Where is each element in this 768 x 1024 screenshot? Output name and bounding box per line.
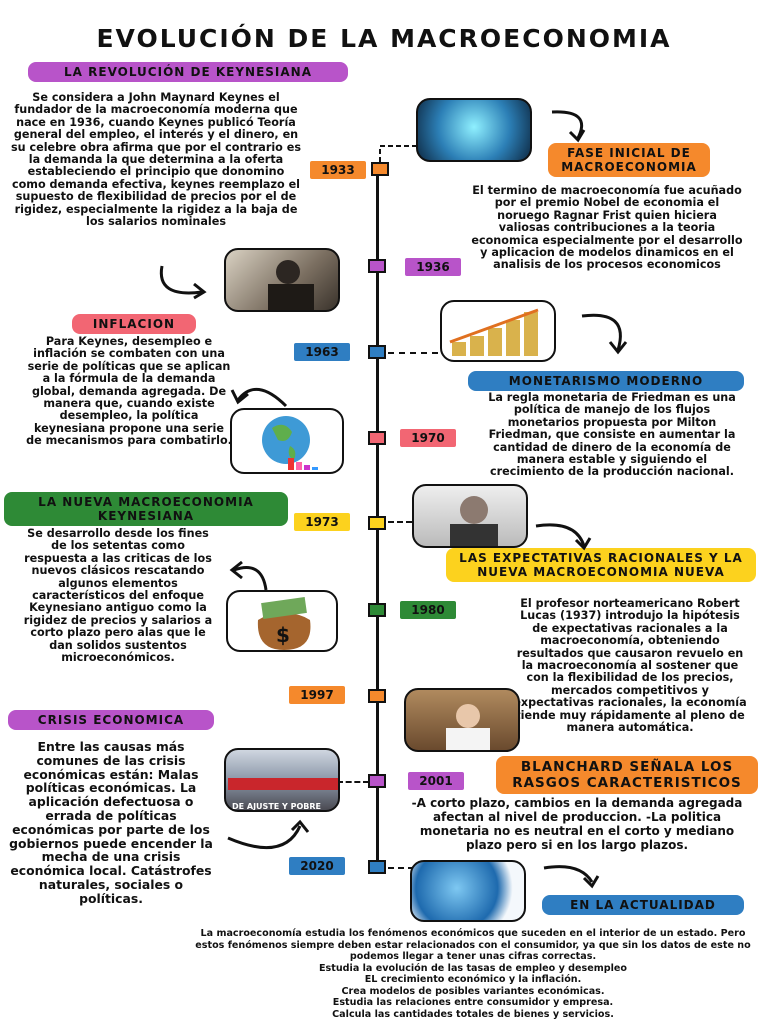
photo-money-bag: $	[226, 590, 338, 652]
year-1997: 1997	[289, 686, 345, 704]
footer-item: EL crecimiento económico y la inflación.	[364, 974, 582, 985]
text-keynes: Se considera a John Maynard Keynes el fu…	[10, 91, 302, 229]
year-2001: 2001	[408, 772, 464, 790]
footer-item: Estudia la evolución de las tasas de emp…	[318, 962, 628, 974]
connector-1933-curve	[379, 145, 420, 162]
arrow-5	[535, 523, 592, 551]
footer-item: Calcula las cantidades totales de bienes…	[332, 1008, 614, 1020]
photo-protest: DE AJUSTE Y POBRE	[224, 748, 340, 812]
heading-fase-inicial: FASE INICIAL DE MACROECONOMIA	[548, 143, 710, 177]
arrow-4	[230, 387, 288, 408]
year-1936: 1936	[405, 258, 461, 276]
arrow-8	[543, 865, 600, 889]
footer-intro: La macroeconomía estudia los fenómenos e…	[195, 928, 751, 962]
node-1936	[368, 259, 386, 273]
text-fase-inicial: El termino de macroeconomía fue acuñado …	[471, 184, 743, 272]
year-1980: 1980	[400, 601, 456, 619]
heading-nueva-macro: LA NUEVA MACROECONOMIA KEYNESIANA	[4, 492, 288, 526]
arrow-3	[581, 313, 628, 355]
year-1933: 1933	[310, 161, 366, 179]
text-blanchard: -A corto plazo, cambios en la demanda ag…	[411, 796, 743, 852]
node-2001	[368, 774, 386, 788]
node-2020	[368, 860, 386, 874]
text-crisis: Entre las causas más comunes de las cris…	[9, 739, 213, 906]
photo-lucas	[404, 688, 520, 752]
node-1963	[368, 345, 386, 359]
node-1970	[368, 431, 386, 445]
arrow-2	[159, 265, 207, 300]
photo-tech	[416, 98, 532, 162]
page-title: EVOLUCIÓN DE LA MACROECONOMIA	[96, 24, 672, 53]
text-nueva-macro: Se desarrollo desde los fines de los set…	[23, 527, 213, 665]
year-1963: 1963	[294, 343, 350, 361]
year-2020: 2020	[289, 857, 345, 875]
heading-actualidad: EN LA ACTUALIDAD	[542, 895, 744, 915]
text-monetarismo: La regla monetaria de Friedman es una po…	[488, 391, 736, 479]
heading-monetarismo: MONETARISMO MODERNO	[468, 371, 744, 391]
photo-friedman	[412, 484, 528, 548]
text-expectativas: El profesor norteamericano Robert Lucas …	[513, 597, 747, 735]
arrow-7	[227, 819, 310, 850]
heading-keynes: LA REVOLUCIÓN DE KEYNESIANA	[28, 62, 348, 82]
node-1997	[368, 689, 386, 703]
connector-2020	[388, 867, 414, 869]
protest-banner-text: DE AJUSTE Y POBRE	[232, 802, 321, 811]
photo-globe	[410, 860, 526, 922]
year-1973: 1973	[294, 513, 350, 531]
heading-expectativas: LAS EXPECTATIVAS RACIONALES Y LA NUEVA M…	[446, 548, 756, 582]
footer-item: Estudia las relaciones entre consumidor …	[332, 997, 614, 1008]
heading-inflacion: INFLACION	[72, 314, 196, 334]
node-1933	[371, 162, 389, 176]
heading-crisis: CRISIS ECONOMICA	[8, 710, 214, 730]
footer-item: Crea modelos de posibles variantes econó…	[341, 985, 605, 997]
connector-1963	[388, 352, 438, 354]
connector-2001	[337, 781, 369, 783]
node-1973	[368, 516, 386, 530]
photo-globe-chart	[230, 408, 344, 474]
arrow-1	[551, 110, 586, 143]
node-1980	[368, 603, 386, 617]
connector-1973	[388, 521, 412, 523]
photo-coins	[440, 300, 556, 362]
year-1970: 1970	[400, 429, 456, 447]
photo-keynes	[224, 248, 340, 312]
footer: La macroeconomía estudia los fenómenos e…	[190, 928, 756, 1020]
heading-blanchard: BLANCHARD SEÑALA LOS RASGOS CARACTERISTI…	[496, 756, 758, 794]
text-inflacion: Para Keynes, desempleo e inflación se co…	[26, 335, 232, 448]
svg-text:$: $	[276, 623, 290, 647]
arrow-6	[229, 560, 268, 591]
